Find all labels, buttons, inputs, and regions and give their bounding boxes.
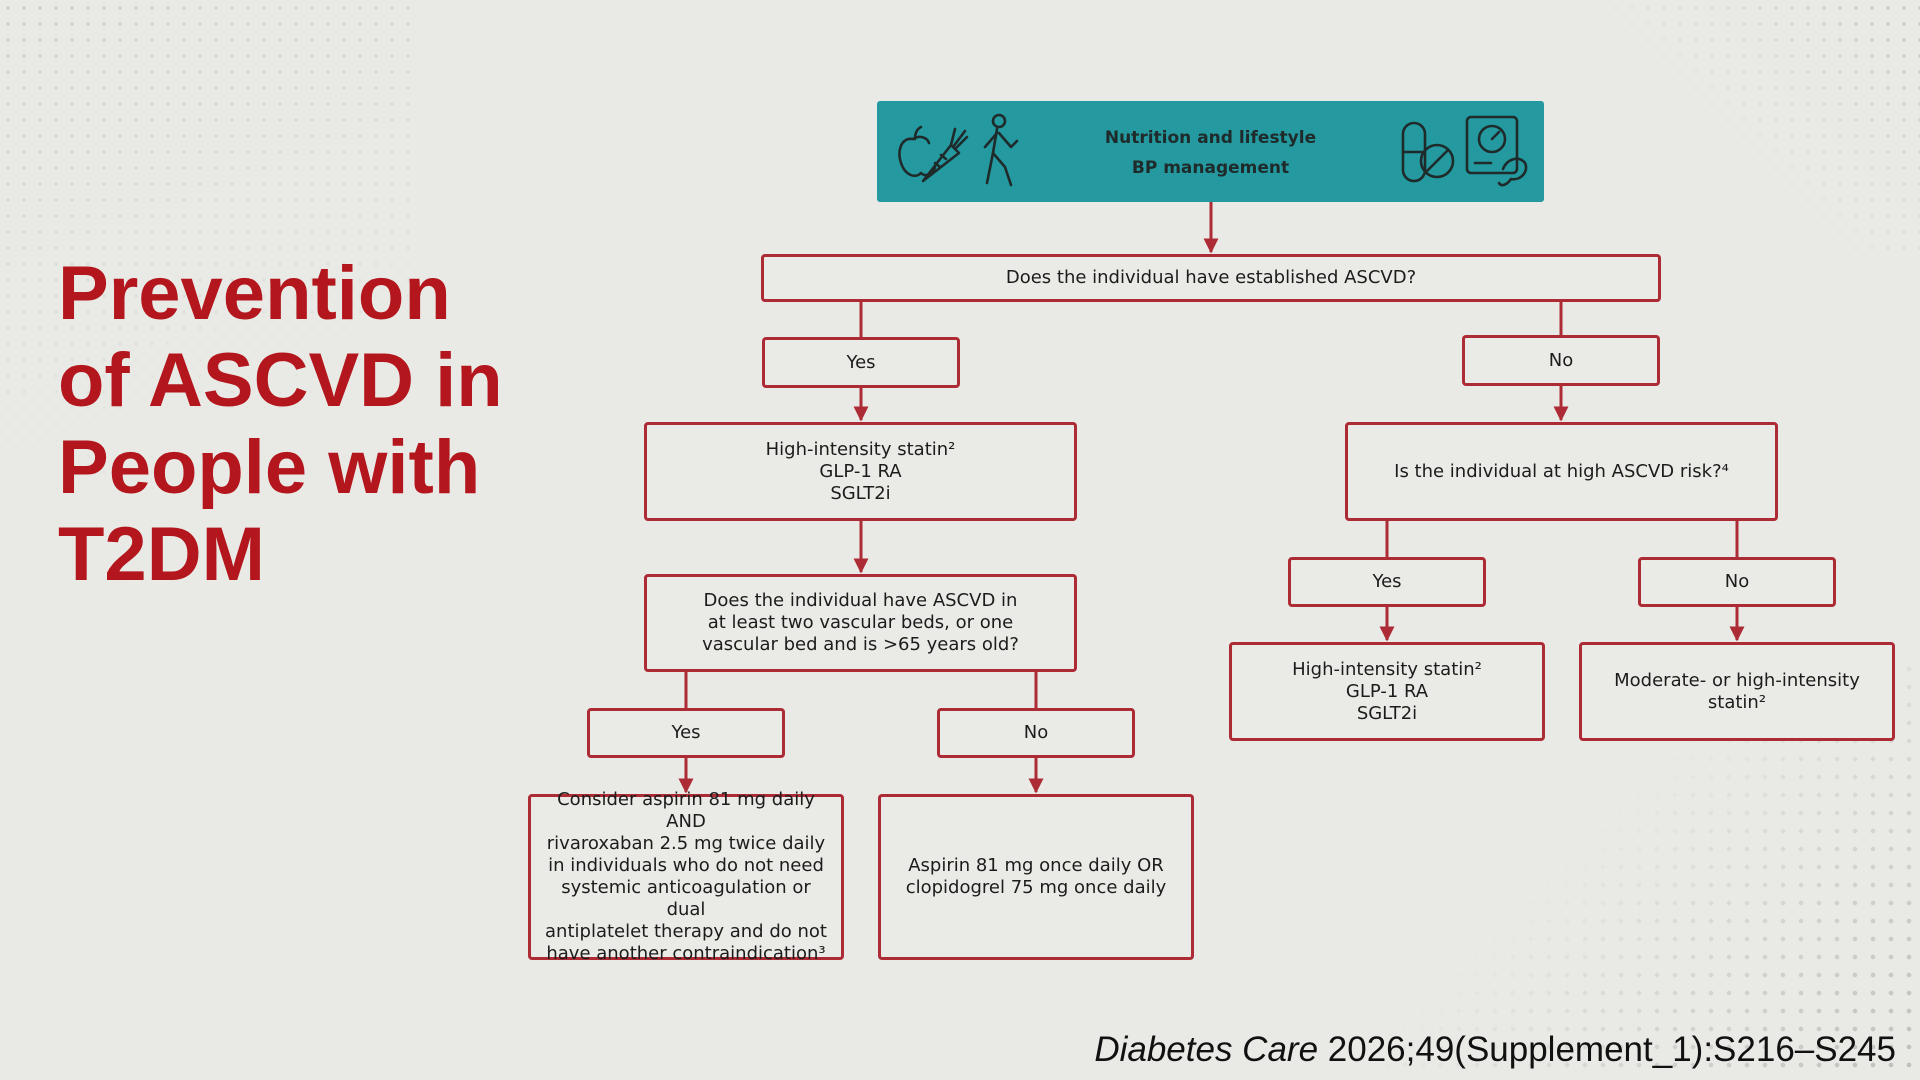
- bp-monitor-icon: [1465, 115, 1528, 187]
- answer-no-two-beds: No: [937, 708, 1135, 758]
- title-line-1: Prevention: [58, 251, 451, 336]
- citation-journal: Diabetes Care: [1094, 1030, 1319, 1069]
- dot-pattern-top-left: [0, 0, 420, 760]
- answer-yes-high-risk: Yes: [1288, 557, 1486, 607]
- title-line-4: T2DM: [58, 512, 265, 597]
- title-line-3: People with: [58, 425, 481, 510]
- treatment-box-established: High-intensity statin² GLP-1 RA SGLT2i: [644, 422, 1077, 521]
- treatment-aspirin-clopidogrel: Aspirin 81 mg once daily OR clopidogrel …: [878, 794, 1194, 960]
- banner-line-1: Nutrition and lifestyle: [1104, 128, 1317, 148]
- treatment-box-high-risk: High-intensity statin² GLP-1 RA SGLT2i: [1229, 642, 1545, 741]
- answer-yes-two-beds: Yes: [587, 708, 785, 758]
- answer-no-high-risk: No: [1638, 557, 1836, 607]
- citation-details: 2026;49(Supplement_1):S216–S245: [1318, 1030, 1896, 1069]
- answer-yes-established: Yes: [762, 337, 960, 388]
- question-established-ascvd: Does the individual have established ASC…: [761, 254, 1661, 302]
- pill-blocked-icon: [1401, 121, 1455, 183]
- banner-text: Nutrition and lifestyle BP management: [1047, 123, 1374, 183]
- answer-no-established: No: [1462, 335, 1660, 386]
- banner-line-2: BP management: [1131, 158, 1290, 178]
- treatment-box-moderate-statin: Moderate- or high-intensity statin²: [1579, 642, 1895, 741]
- apple-carrot-icon: [898, 125, 969, 183]
- walking-person-icon: [983, 113, 1019, 187]
- lifestyle-banner: Nutrition and lifestyle BP management: [877, 101, 1544, 202]
- question-two-vascular-beds: Does the individual have ASCVD in at lea…: [644, 574, 1077, 672]
- dot-pattern-top-right: [1560, 0, 1920, 260]
- treatment-aspirin-rivaroxaban: Consider aspirin 81 mg daily AND rivarox…: [528, 789, 844, 964]
- citation: Diabetes Care 2026;49(Supplement_1):S216…: [1094, 1030, 1896, 1070]
- question-high-risk: Is the individual at high ASCVD risk?⁴: [1345, 422, 1778, 521]
- title-line-2: of ASCVD in: [58, 338, 503, 423]
- page-title: Prevention of ASCVD in People with T2DM: [58, 250, 578, 598]
